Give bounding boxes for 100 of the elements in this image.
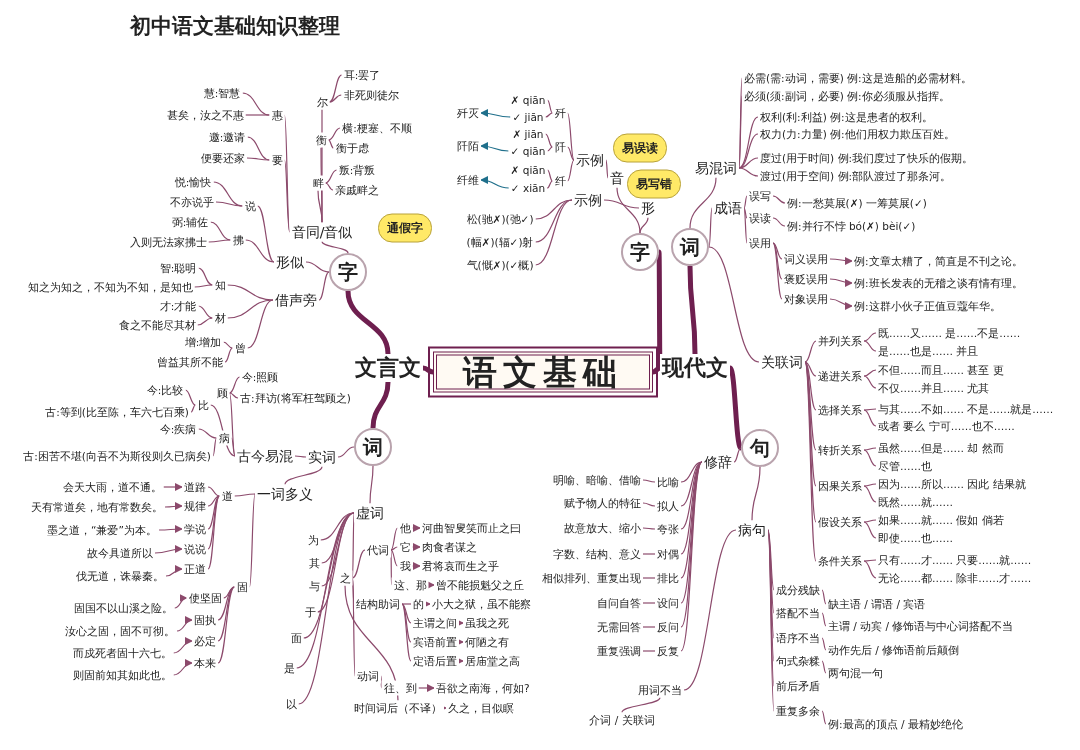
node-text: 久之，目似瞑 [446, 700, 516, 716]
node-text: 是 [281, 660, 297, 676]
node-text: 因为……所以…… 因此 结果就 [876, 476, 1028, 492]
branch-label: 关联词 [759, 352, 805, 372]
node-text: 其 [306, 555, 322, 571]
connector-line [544, 133, 554, 148]
connector-line [566, 146, 575, 161]
arrow [162, 483, 183, 491]
connector-line [207, 486, 221, 497]
arrow [411, 562, 421, 570]
node-text: 搭配不当 [774, 605, 822, 621]
branch-label: 借声旁 [273, 290, 319, 310]
node-text: 定语后置 [411, 653, 459, 669]
node-text: 只有……才…… 只要……就…… [876, 552, 1034, 568]
connector-line [297, 512, 355, 705]
node-text: 反复 [655, 643, 681, 659]
connector-line [863, 560, 877, 579]
node-text: 说说 [182, 541, 208, 557]
callout-bubble: 易误读 [613, 133, 667, 163]
node-text: 不亦说乎 [168, 194, 216, 210]
node-text: 尔 [314, 94, 330, 110]
node-text: 并列关系 [816, 333, 864, 349]
node-text: 它 [397, 539, 413, 555]
connector-line [642, 626, 656, 628]
node-text: 赋予物人的特征 [562, 495, 643, 511]
connector-line [284, 465, 323, 486]
connector-line [217, 586, 236, 642]
node-text: 的 [411, 596, 426, 612]
node-text: 两句混一句 [826, 665, 885, 681]
node-text: 字数、结构、意义 [551, 546, 643, 562]
node-text: 今:比较 [144, 382, 186, 398]
node-text: 阡陌 [455, 138, 481, 154]
connector-line [546, 180, 554, 189]
node-text: 非死则徒尔 [341, 87, 401, 103]
node-text: 说 [242, 198, 258, 214]
arrow [172, 637, 193, 654]
connector-line [863, 447, 877, 451]
node-text: 今:照顾 [239, 369, 281, 385]
node-text: 语序不当 [774, 630, 822, 646]
node-text: 今:疾病 [157, 421, 199, 437]
node-text: 必定 [192, 633, 218, 649]
connector-line [733, 447, 742, 463]
arrow [456, 619, 464, 627]
connector-line [226, 299, 274, 319]
node-text: 褒贬误用 [782, 271, 830, 287]
connector-line [207, 495, 221, 550]
node-text: 甚矣，汝之不惠 [164, 107, 246, 123]
connector-line [683, 529, 737, 691]
connector-line [207, 495, 221, 570]
node-text: 古:拜访(将军枉驾顾之) [238, 390, 353, 406]
node-text: 歼灭 [455, 105, 481, 121]
node-text: 成分残缺 [774, 582, 822, 598]
connector-line [804, 340, 817, 363]
connector-line [821, 660, 827, 674]
node-text: 古:等到(比至陈，车六七百乘) [43, 404, 191, 420]
connector-line [344, 584, 399, 702]
node-text: 用词不当 [636, 682, 684, 698]
node-text: 缺主语 / 谓语 / 宾语 [826, 596, 928, 612]
node-text: 他 [397, 520, 413, 536]
node-text: 则固前知其如此也。 [70, 667, 174, 683]
connector-line [369, 465, 374, 505]
node-text: 固国不以山溪之险。 [71, 600, 175, 616]
topic-circle: 句 [741, 429, 779, 467]
arrow [423, 600, 431, 608]
node-text: 阡 [552, 139, 568, 155]
connector-line [184, 389, 197, 406]
node-text: 条件关系 [816, 553, 864, 569]
connector-line [390, 527, 399, 551]
connector-line [193, 284, 214, 288]
node-text: 居庙堂之高 [463, 653, 522, 669]
topic-circle: 字 [329, 253, 367, 291]
node-text: 主谓之间 [411, 615, 459, 631]
node-text: 何陋之有 [463, 634, 511, 650]
node-text: 明喻、暗喻、借喻 [551, 472, 643, 488]
connector-line [370, 381, 391, 429]
connector-line [863, 340, 877, 352]
connector-line [680, 461, 703, 507]
connector-line [603, 199, 640, 209]
connector-line [328, 74, 343, 103]
connector-line [351, 549, 366, 579]
node-text: 于 [302, 604, 318, 620]
node-text: 与其……不如…… 不是……就是…… [876, 401, 1056, 417]
connector-line [616, 186, 641, 234]
connector-line [345, 290, 391, 355]
branch-label: 一词多义 [255, 484, 315, 504]
node-text: 气(慨✗)(✓概) [464, 257, 536, 273]
connector-line [534, 199, 573, 266]
connector-line [772, 242, 783, 280]
connector-line [687, 265, 698, 355]
node-text: 转折关系 [816, 442, 864, 458]
connector-line [246, 157, 271, 161]
arrow [173, 595, 188, 609]
branch-label: 虚词 [354, 503, 386, 523]
node-text: 肉食者谋之 [420, 539, 479, 555]
connector-line [863, 521, 877, 539]
node-text: 横:梗塞、不顺 [340, 120, 414, 136]
connector-line [772, 195, 786, 204]
node-text: 顾 [214, 385, 230, 401]
branch-label: 易混词 [693, 158, 739, 178]
arrow [456, 638, 464, 646]
